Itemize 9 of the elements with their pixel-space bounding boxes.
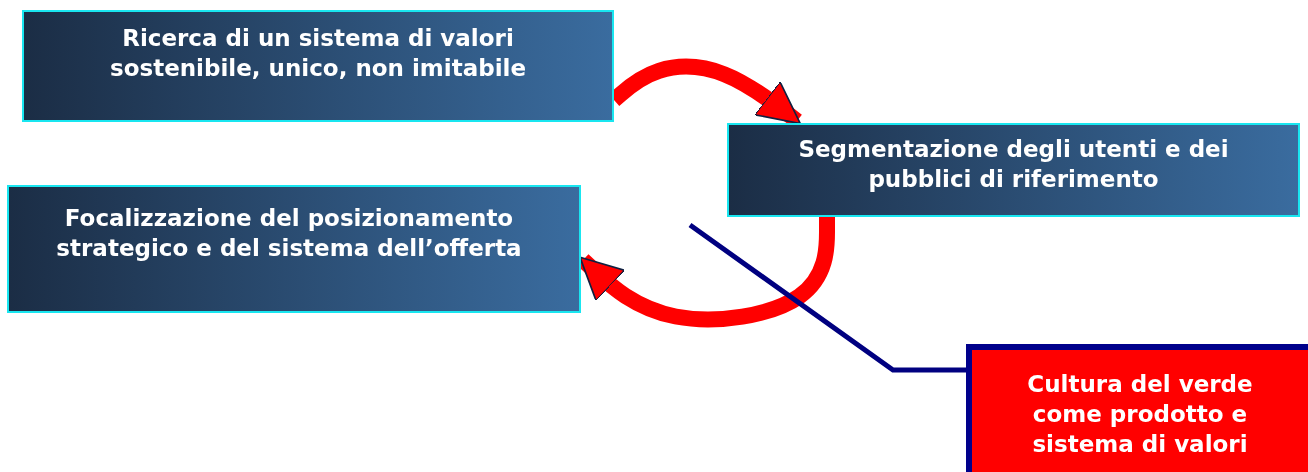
box-label: Cultura del verde come prodotto e sistema di valori [1026,370,1254,459]
box-label: Focalizzazione del posizionamento strategico e del sistema dell’offerta [55,204,523,263]
highlight-box [966,344,1308,472]
box-label: Ricerca di un sistema di valori sostenibile, unico, non imitabile [108,24,528,83]
process-box [727,123,1300,217]
process-box [7,185,581,313]
box-label: Segmentazione degli utenti e dei pubblici di riferimento [797,135,1230,194]
leader-line [688,222,966,373]
process-box [22,10,614,122]
